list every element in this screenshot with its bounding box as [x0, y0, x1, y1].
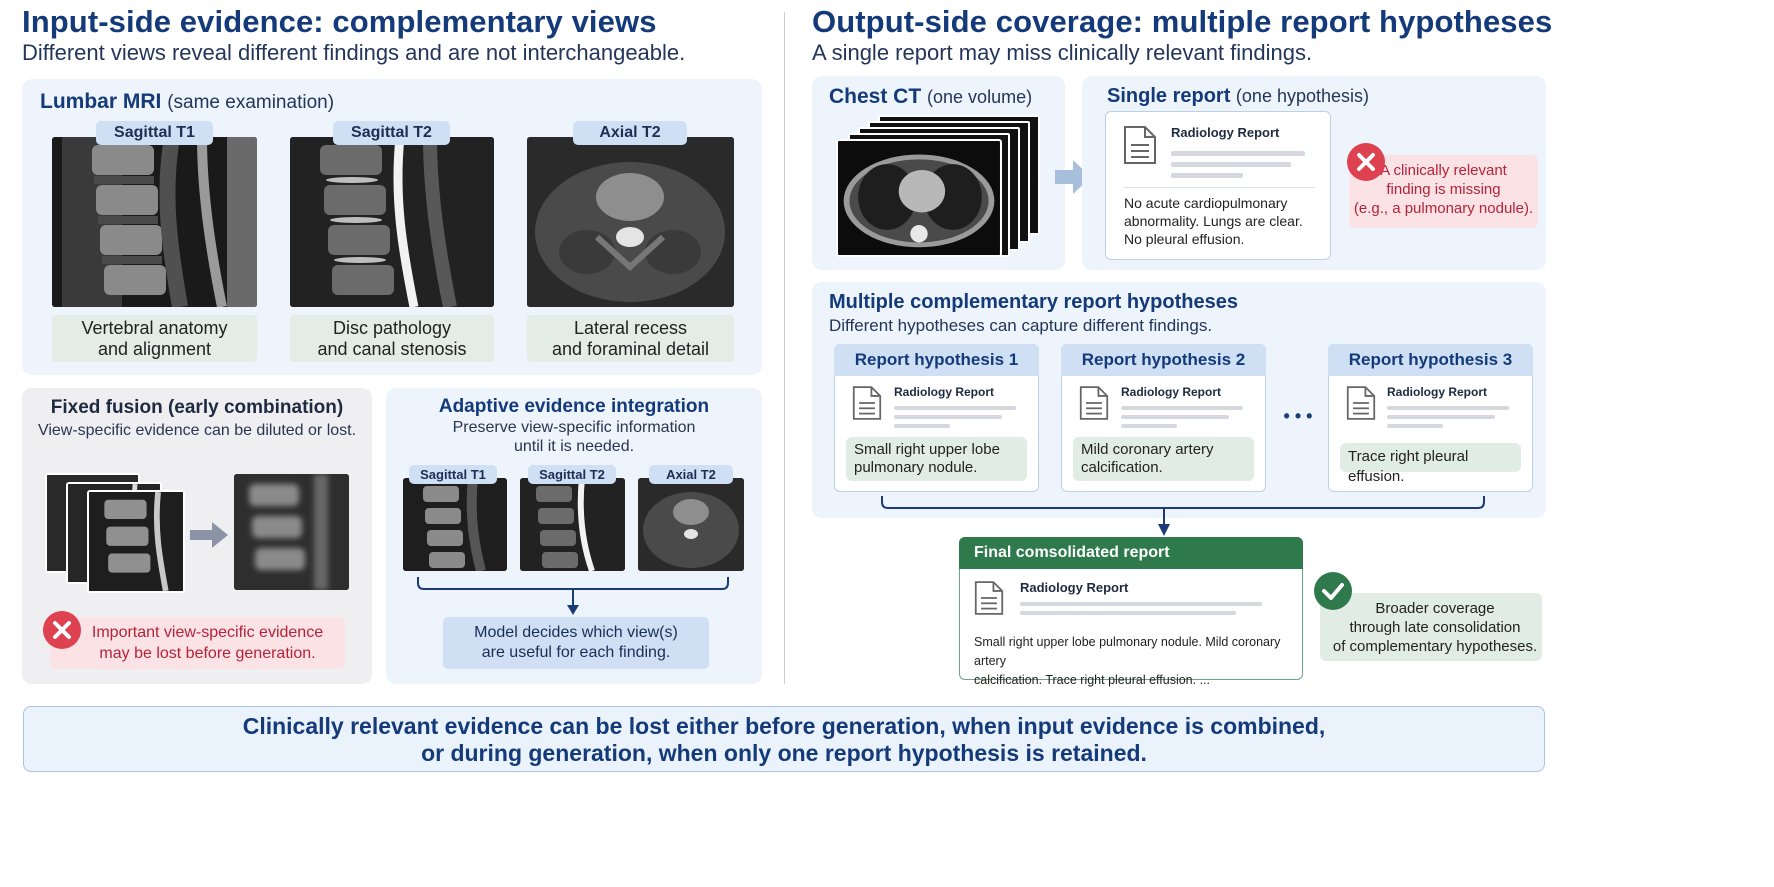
adaptive-tag-sagittal-t1: Sagittal T1	[409, 465, 497, 484]
text-placeholder-line	[894, 415, 1002, 419]
left-subtitle: Different views reveal different finding…	[22, 40, 686, 65]
single-report-text: No acute cardiopulmonary abnormality. Lu…	[1124, 195, 1303, 247]
mri-sagittal-t2-image	[290, 137, 494, 307]
adaptive-subtitle: Preserve view-specific information until…	[452, 419, 696, 455]
text-placeholder-line	[1020, 602, 1262, 606]
single-report-title: Single report (one hypothesis)	[1107, 85, 1369, 107]
hypothesis-3-report-heading: Radiology Report	[1387, 385, 1488, 399]
tag-axial-t2: Axial T2	[573, 121, 687, 145]
adaptive-tag-axial-t2: Axial T2	[649, 465, 733, 484]
multiple-hypotheses-subtitle: Different hypotheses can capture differe…	[829, 316, 1213, 335]
document-icon	[1124, 126, 1156, 164]
text-placeholder-line	[1387, 424, 1443, 428]
hypothesis-1-finding: Small right upper lobe pulmonary nodule.	[846, 437, 1027, 481]
adaptive-result-box: Model decides which view(s) are useful f…	[443, 617, 709, 669]
text-placeholder-line	[894, 424, 950, 428]
footer-summary: Clinically relevant evidence can be lost…	[23, 706, 1545, 772]
left-title: Input-side evidence: complementary views	[22, 4, 657, 39]
text-placeholder-line	[1020, 611, 1236, 615]
document-icon	[1346, 386, 1376, 420]
text-placeholder-line	[894, 406, 1016, 410]
document-icon	[974, 581, 1004, 615]
final-report-label: Final comsolidated report	[959, 537, 1303, 569]
final-report-heading: Radiology Report	[1020, 580, 1129, 595]
fused-blurry-image	[234, 474, 349, 590]
multiple-hypotheses-title: Multiple complementary report hypotheses	[829, 291, 1238, 313]
adaptive-sagittal-t1-image	[403, 478, 507, 571]
tag-sagittal-t1: Sagittal T1	[96, 121, 213, 145]
mri-sagittal-t1-image	[52, 137, 257, 307]
right-subtitle: A single report may miss clinically rele…	[812, 40, 1313, 65]
hypothesis-2-finding: Mild coronary artery calcification.	[1073, 437, 1254, 481]
text-placeholder-line	[1171, 162, 1291, 167]
stacked-view-front	[87, 490, 185, 593]
hypothesis-1-report-heading: Radiology Report	[894, 385, 995, 399]
text-placeholder-line	[1121, 406, 1243, 410]
more-hypotheses-ellipsis: • • •	[1283, 406, 1313, 426]
check-icon	[1314, 572, 1352, 610]
final-report-text: Small right upper lobe pulmonary nodule.…	[974, 635, 1281, 687]
fixed-fusion-subtitle: View-specific evidence can be diluted or…	[37, 422, 357, 439]
chest-ct-title: Chest CT (one volume)	[829, 85, 1033, 108]
hypothesis-1-label: Report hypothesis 1	[834, 344, 1039, 376]
adaptive-tag-sagittal-t2: Sagittal T2	[528, 465, 616, 484]
hypothesis-3-label: Report hypothesis 3	[1328, 344, 1533, 376]
mri-axial-t2-image	[527, 137, 734, 307]
hypotheses-bracket-arrow	[881, 496, 1485, 536]
document-icon	[1079, 386, 1109, 420]
adaptive-sagittal-t2-image	[520, 478, 625, 571]
column-divider	[784, 12, 785, 684]
text-placeholder-line	[1387, 415, 1495, 419]
right-title: Output-side coverage: multiple report hy…	[812, 4, 1553, 39]
chest-ct-image	[836, 139, 1002, 257]
text-placeholder-line	[1121, 424, 1177, 428]
single-report-heading: Radiology Report	[1171, 125, 1280, 140]
adaptive-axial-t2-image	[638, 478, 744, 571]
fusion-arrow-icon	[190, 522, 228, 548]
adaptive-bracket-arrow	[417, 577, 729, 615]
final-coverage-note: Broader coverage through late consolidat…	[1320, 593, 1542, 661]
error-x-icon	[43, 611, 81, 649]
lumbar-mri-title: Lumbar MRI (same examination)	[40, 90, 335, 113]
fixed-fusion-warning: Important view-specific evidence may be …	[50, 617, 345, 669]
text-placeholder-line	[1171, 173, 1243, 178]
text-placeholder-line	[1387, 406, 1509, 410]
text-placeholder-line	[1121, 415, 1229, 419]
text-placeholder-line	[1171, 151, 1305, 156]
hypothesis-3-finding: Trace right pleural effusion.	[1340, 443, 1521, 485]
hypothesis-2-report-heading: Radiology Report	[1121, 385, 1222, 399]
fixed-fusion-title: Fixed fusion (early combination)	[50, 397, 344, 418]
card-divider	[1123, 187, 1315, 188]
hypothesis-2-label: Report hypothesis 2	[1061, 344, 1266, 376]
adaptive-title: Adaptive evidence integration	[438, 396, 710, 417]
error-x-icon	[1347, 143, 1385, 181]
tag-sagittal-t2: Sagittal T2	[333, 121, 450, 145]
document-icon	[852, 386, 882, 420]
